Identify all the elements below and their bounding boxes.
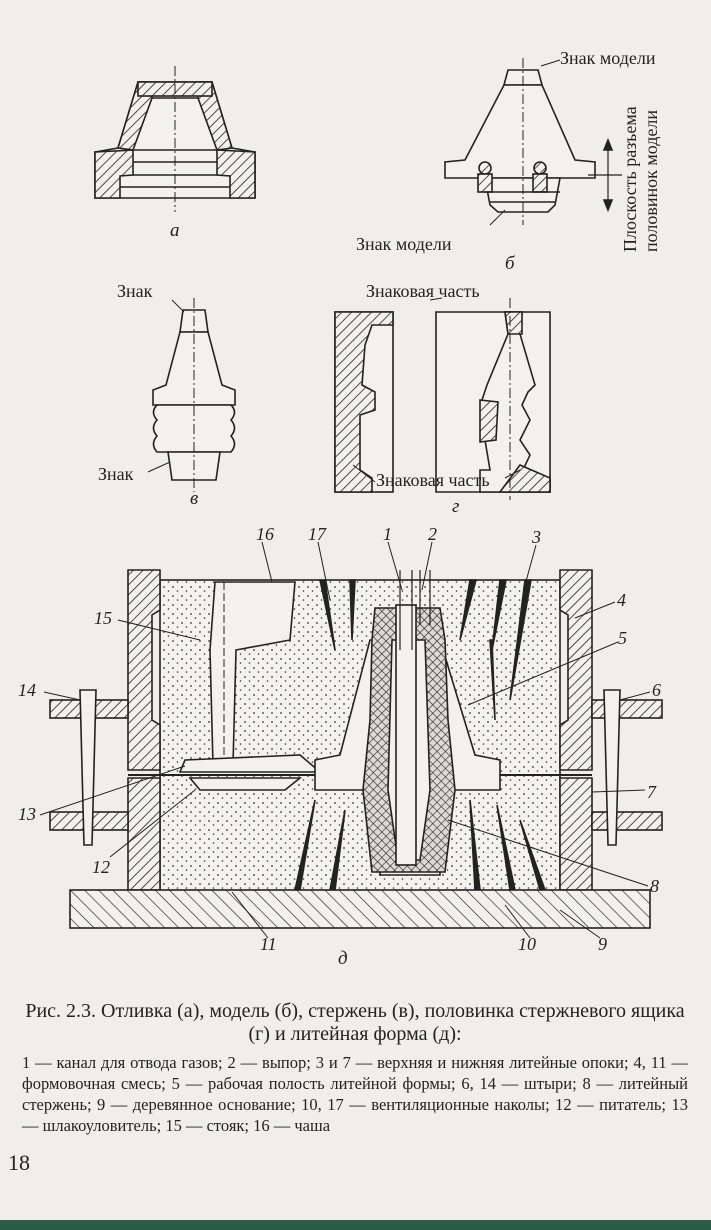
casting-figure: Знак модели Знак модели Плоскость разъем… [18,48,663,969]
callout-2: 2 [428,524,437,544]
callout-7: 7 [647,782,657,802]
sublabel-a: а [170,220,180,241]
core-drawing-v [147,298,236,492]
label-znak-bottom: Знак [98,464,134,484]
label-znakovaya-bottom: Знаковая часть [376,470,490,490]
corebox-drawing-g [334,297,551,500]
sublabel-d: д [338,948,348,969]
label-ploskost-line2: половинок модели [641,110,661,252]
callout-1: 1 [383,524,392,544]
callout-17: 17 [308,524,327,544]
caption-title: Рис. 2.3. Отливка (а), модель (б), стерж… [25,1000,685,1045]
mold-drawing-d [39,541,663,939]
callout-14: 14 [18,680,36,700]
callout-16: 16 [256,524,274,544]
callout-3: 3 [531,527,541,547]
label-znak-modeli-top: Знак модели [560,48,656,68]
model-drawing-b [444,58,622,226]
page-number: 18 [8,1150,30,1175]
callout-6: 6 [652,680,661,700]
callout-5: 5 [618,628,627,648]
callout-8: 8 [650,876,659,896]
sublabel-v: в [190,488,198,509]
casting-drawing-a [94,66,256,212]
label-znakovaya-top: Знаковая часть [366,281,480,301]
callout-13: 13 [18,804,36,824]
scan-edge [0,1220,711,1230]
callout-11: 11 [260,934,277,954]
figure-caption: Рис. 2.3. Отливка (а), модель (б), стерж… [22,1000,688,1136]
label-znak-modeli-bottom: Знак модели [356,234,452,254]
label-znak-top: Знак [117,281,153,301]
callout-12: 12 [92,857,110,877]
label-ploskost-line1: Плоскость разъема [620,106,640,252]
callout-10: 10 [518,934,536,954]
figure-labels: Знак модели Знак модели Плоскость разъем… [18,48,661,969]
callout-4: 4 [617,590,626,610]
sublabel-b: б [505,253,516,274]
sublabel-g: г [452,496,459,517]
callout-9: 9 [598,934,607,954]
callout-15: 15 [94,608,112,628]
caption-legend: 1 — канал для отвода газов; 2 — выпор; 3… [22,1053,688,1135]
